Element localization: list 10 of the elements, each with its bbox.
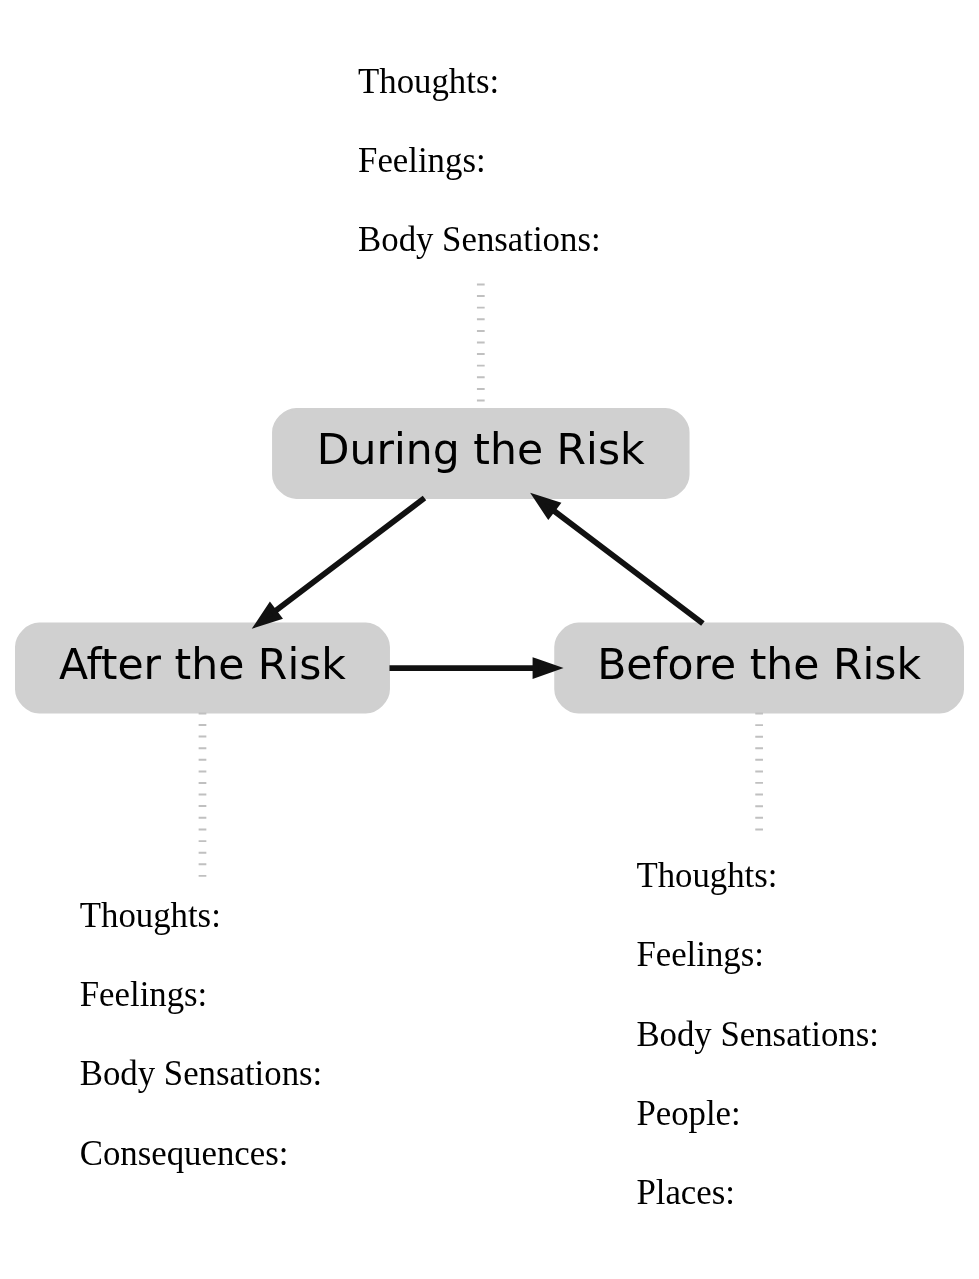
node-text: Thoughts: Feelings: Body Sensations: Consequences: (79, 895, 323, 1173)
arrow (530, 492, 705, 626)
connector (198, 712, 207, 877)
node-box: Before the Risk (554, 622, 964, 713)
node-text: Thoughts: Feelings: Body Sensations: People: Places: (636, 855, 879, 1212)
node-box: After the Risk (15, 622, 390, 713)
node-text: Thoughts: Feelings: Body Sensations: (358, 61, 601, 259)
arrow (389, 656, 564, 679)
node-box: During the Risk (272, 407, 690, 499)
arrow (251, 495, 427, 629)
